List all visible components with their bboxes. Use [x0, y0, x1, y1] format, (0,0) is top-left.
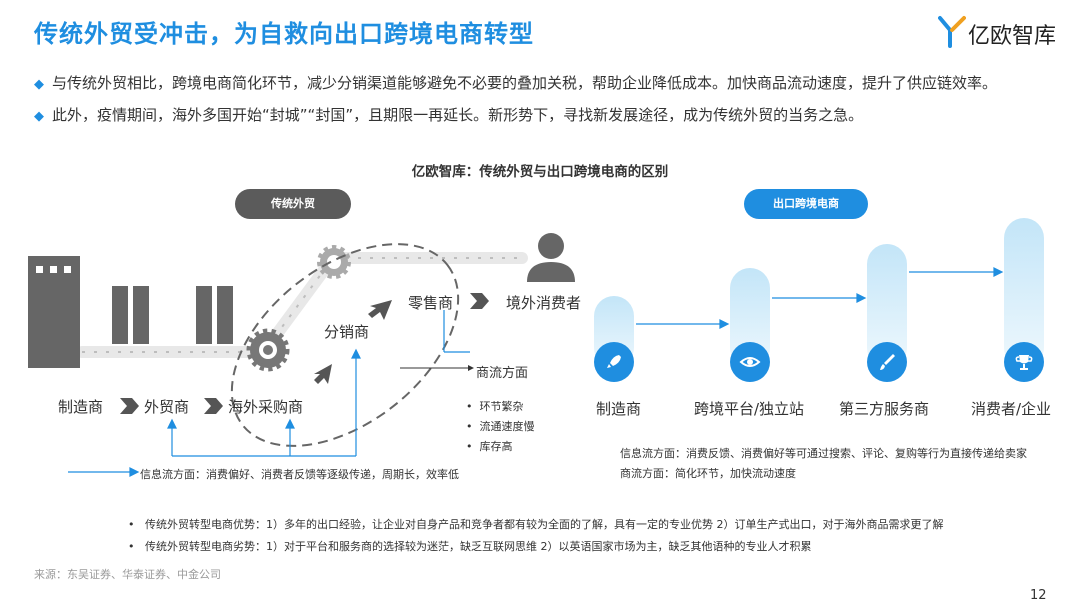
factory-icon [28, 256, 233, 368]
crossborder-bar [730, 268, 770, 368]
cb-node-platform: 跨境平台/独立站 [694, 400, 805, 418]
crossborder-icon-platform [730, 342, 770, 382]
conveyor-belt [76, 252, 528, 358]
eye-icon [739, 357, 761, 367]
gear-icon [246, 328, 290, 372]
chevron-arrow-icon [120, 293, 489, 414]
node-retailer: 零售商 [408, 294, 454, 312]
crossborder-commerce-flow: 商流方面：简化环节，加快流动速度 [620, 467, 796, 480]
cb-node-manufacturer: 制造商 [596, 400, 642, 418]
brand-logo-text: 亿欧智库 [968, 24, 1057, 49]
node-trader: 外贸商 [144, 398, 190, 416]
note-disadvantages: • 传统外贸转型电商劣势：1）对于平台和服务商的选择较为迷茫，缺乏互联网思维 2… [128, 540, 812, 553]
diamond-bullet-icon: ◆ [34, 109, 44, 124]
yiou-logo-icon [938, 16, 966, 48]
cb-node-service: 第三方服务商 [839, 400, 930, 418]
crossborder-pill: 出口跨境电商 [744, 189, 868, 219]
crossborder-bar [867, 244, 907, 368]
diamond-bullet-icon: ◆ [34, 77, 44, 92]
crossborder-bar [1004, 218, 1044, 368]
cb-node-consumer: 消费者/企业 [971, 400, 1052, 418]
node-manufacturer: 制造商 [58, 398, 104, 416]
brand-logo: 亿欧智库 [938, 14, 1058, 50]
brush-icon [880, 354, 895, 370]
crossborder-flow-arrows [636, 267, 1004, 329]
crossborder-info-flow: 信息流方面：消费反馈、消费偏好等可通过搜索、评论、复购等行为直接传递给卖家 [620, 447, 1027, 460]
node-distributor: 分销商 [324, 323, 370, 341]
trophy-icon [1015, 355, 1033, 370]
page-number: 12 [1030, 588, 1047, 603]
diagram-title: 亿欧智库：传统外贸与出口跨境电商的区别 [411, 164, 669, 180]
arrow-up-right-icon [314, 300, 392, 384]
traditional-flow-lines [68, 310, 470, 477]
bullet-2: ◆此外，疫情期间，海外多国开始“封城”“封国”，且期限一再延长。新形势下，寻找新… [34, 106, 864, 124]
feature-item: • 流通速度慢 [466, 420, 535, 433]
node-overseas-buyer: 海外采购商 [228, 398, 304, 416]
node-overseas-consumer: 境外消费者 [506, 294, 582, 312]
feature-item: • 环节繁杂 [466, 400, 524, 413]
crossborder-icon-consumer [1004, 342, 1044, 382]
traditional-info-flow: 信息流方面：消费偏好、消费者反馈等逐级传递，周期长，效率低 [140, 468, 459, 481]
feature-item: • 库存高 [466, 440, 513, 453]
crossborder-icon-manufacturer [594, 342, 634, 382]
gear-icon [317, 245, 351, 279]
crossborder-icon-service [867, 342, 907, 382]
bullet-1: ◆与传统外贸相比，跨境电商简化环节，减少分销渠道能够避免不必要的叠加关税，帮助企… [34, 74, 998, 92]
rocket-icon [607, 355, 621, 368]
source-note: 来源：东吴证券、华泰证券、中金公司 [34, 568, 221, 581]
note-advantages: • 传统外贸转型电商优势：1）多年的出口经验，让企业对自身产品和竞争者都有较为全… [128, 518, 944, 531]
dashed-highlight-ellipse [230, 243, 460, 447]
traditional-pill: 传统外贸 [235, 189, 351, 219]
consumer-person-icon [527, 233, 575, 282]
commerce-flow-label: 商流方面 [476, 366, 529, 381]
page-title: 传统外贸受冲击，为自救向出口跨境电商转型 [34, 20, 534, 48]
